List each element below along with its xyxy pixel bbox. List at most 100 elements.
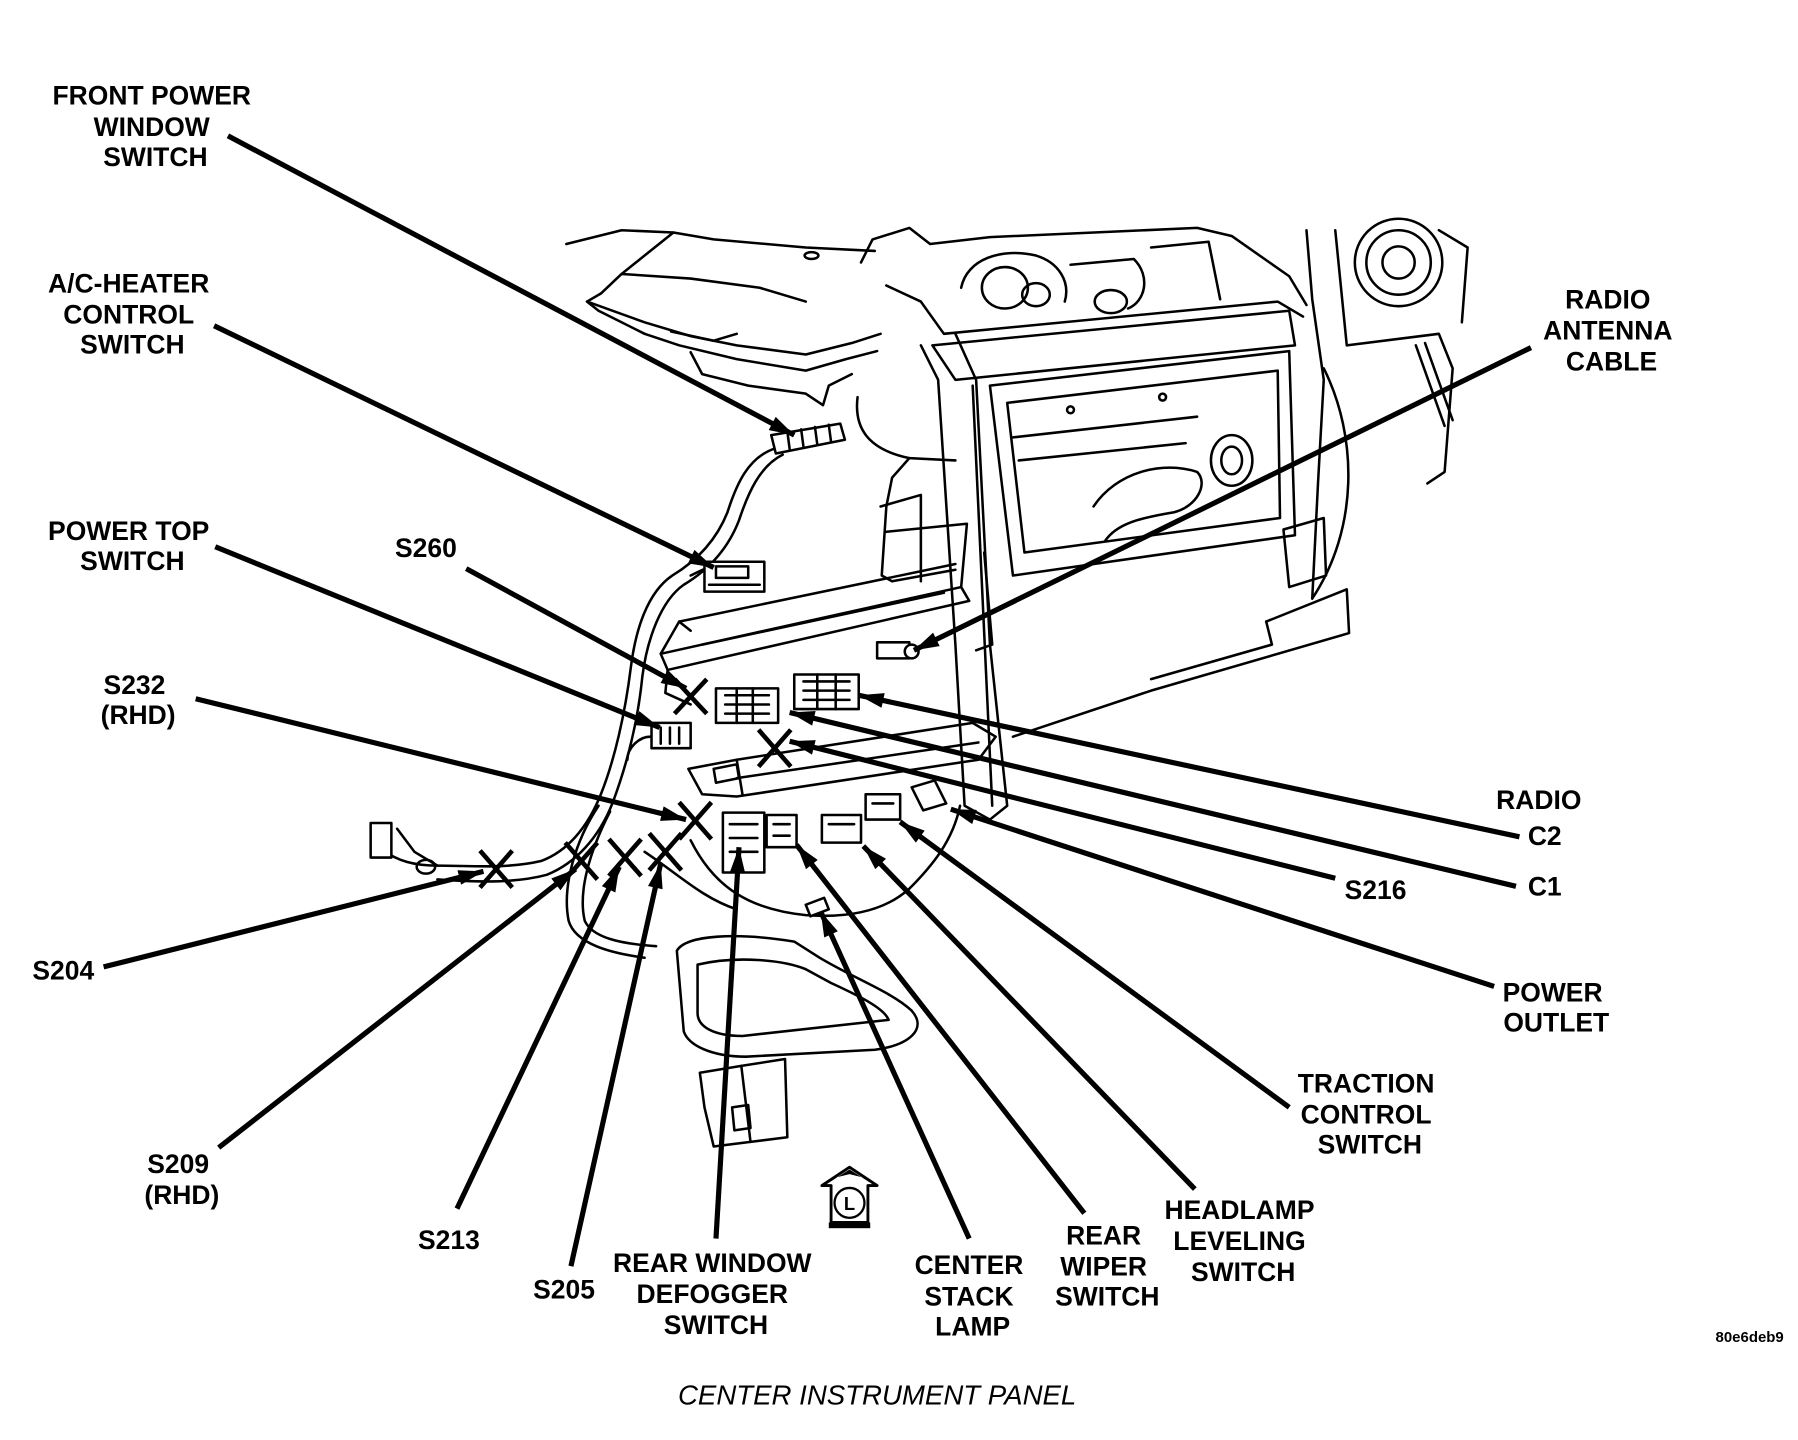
label-line: STACK xyxy=(924,1281,1013,1311)
label-line: HEADLAMP xyxy=(1164,1195,1314,1225)
leader-line xyxy=(102,868,485,970)
callout-s216: S216 xyxy=(789,738,1407,905)
label-line: POWER TOP xyxy=(48,516,209,546)
center-stack-lamp xyxy=(804,896,831,918)
figure-caption: CENTER INSTRUMENT PANEL xyxy=(678,1379,1076,1410)
callout-label: FRONT POWER WINDOW SWITCH xyxy=(52,81,258,172)
label-line: RADIO xyxy=(1496,785,1581,815)
label-line: CABLE xyxy=(1566,347,1657,377)
label-line: TRACTION xyxy=(1298,1068,1435,1098)
leader-line xyxy=(713,847,746,1239)
callout-radio-antenna-cable: RADIO ANTENNA CABLE xyxy=(912,284,1680,653)
leader-line xyxy=(912,345,1533,653)
label-line: S205 xyxy=(533,1274,595,1304)
rear-wiper-switch-connector xyxy=(765,813,798,849)
callout-front-power-window-switch: FRONT POWER WINDOW SWITCH xyxy=(52,81,796,438)
right-structure xyxy=(1011,217,1469,738)
callout-label: C1 xyxy=(1528,872,1562,902)
callout-rear-window-defogger-switch: REAR WINDOW DEFOGGER SWITCH xyxy=(613,847,819,1340)
callout-rear-wiper-switch: REAR WIPER SWITCH xyxy=(794,843,1160,1311)
label-line: SWITCH xyxy=(664,1310,768,1340)
callout-label: A/C-HEATER CONTROL SWITCH xyxy=(48,268,217,359)
splice-x-icon xyxy=(756,728,793,769)
leader-line xyxy=(464,566,688,691)
callout-label: POWER OUTLET xyxy=(1503,977,1610,1037)
callout-power-top-switch: POWER TOP SWITCH xyxy=(48,516,661,730)
left-bezel-panel xyxy=(855,395,957,583)
label-line: (RHD) xyxy=(144,1180,219,1210)
label-line: A/C-HEATER xyxy=(48,268,209,298)
leader-line xyxy=(818,910,972,1240)
label-line: SWITCH xyxy=(103,142,207,172)
traction-control-switch-connector xyxy=(864,792,902,821)
callout-label: S204 xyxy=(32,956,94,986)
label-line: OUTLET xyxy=(1503,1007,1609,1037)
label-line: S209 xyxy=(147,1149,209,1179)
label-line: WIPER xyxy=(1060,1251,1147,1281)
callout-label: REAR WINDOW DEFOGGER SWITCH xyxy=(613,1248,819,1340)
label-line: SWITCH xyxy=(80,546,184,576)
label-line: LAMP xyxy=(935,1311,1010,1341)
callout-power-outlet: POWER OUTLET xyxy=(949,806,1610,1037)
leader-line xyxy=(217,867,578,1150)
callout-label: POWER TOP SWITCH xyxy=(48,516,217,576)
leader-line xyxy=(226,133,796,438)
label-line: REAR WINDOW xyxy=(613,1248,812,1278)
upper-duct-tray xyxy=(565,228,882,407)
label-line: C2 xyxy=(1528,821,1562,851)
label-line: S216 xyxy=(1345,875,1407,905)
callout-label: CENTER STACK LAMP xyxy=(915,1250,1031,1341)
leader-line xyxy=(861,844,1197,1191)
speaker-icon xyxy=(1353,217,1444,308)
callout-s260: S260 xyxy=(395,533,688,691)
leader-line xyxy=(214,544,661,730)
headlamp-leveling-switch-connector xyxy=(820,813,863,844)
label-line: DEFOGGER xyxy=(637,1279,788,1309)
radio-c2-connector xyxy=(792,673,860,711)
leader-line xyxy=(794,843,1087,1215)
label-line: RADIO xyxy=(1565,284,1650,314)
callout-c1: C1 xyxy=(789,709,1562,902)
leader-line xyxy=(789,738,1336,881)
callout-s209: S209 (RHD) xyxy=(144,867,578,1210)
label-line: REAR xyxy=(1066,1220,1141,1250)
callout-label: RADIO C2 xyxy=(1496,785,1589,851)
label-line: SWITCH xyxy=(1318,1129,1422,1159)
figure-code: 80e6deb9 xyxy=(1716,1329,1784,1346)
ac-heater-control-switch-connector xyxy=(703,560,766,593)
leader-line xyxy=(898,819,1291,1110)
callout-s213: S213 xyxy=(418,865,622,1255)
wiring-harness xyxy=(369,447,962,959)
label-line: S232 xyxy=(104,670,166,700)
leader-line xyxy=(949,806,1495,989)
label-line: C1 xyxy=(1528,872,1562,902)
callout-label: S260 xyxy=(395,533,457,563)
leader-line xyxy=(212,323,715,570)
callout-label: TRACTION CONTROL SWITCH xyxy=(1298,1068,1442,1159)
callout-radio-c2: RADIO C2 xyxy=(858,692,1589,851)
callout-label: RADIO ANTENNA CABLE xyxy=(1543,284,1680,376)
label-line: POWER xyxy=(1503,977,1603,1007)
leader-line xyxy=(568,862,664,1267)
callout-s204: S204 xyxy=(32,868,485,986)
label-line: (RHD) xyxy=(101,700,176,730)
callout-s205: S205 xyxy=(533,862,664,1304)
callout-headlamp-leveling-switch: HEADLAMP LEVELING SWITCH xyxy=(861,844,1314,1287)
callouts: FRONT POWER WINDOW SWITCH A/C-HEATER CON… xyxy=(32,81,1680,1342)
label-line: S204 xyxy=(32,956,94,986)
leader-line xyxy=(789,709,1517,889)
callout-ac-heater-control-switch: A/C-HEATER CONTROL SWITCH xyxy=(48,268,715,570)
callout-traction-control-switch: TRACTION CONTROL SWITCH xyxy=(898,819,1442,1159)
rear-window-defogger-switch-connector xyxy=(721,811,766,874)
callout-label: S216 xyxy=(1345,875,1407,905)
orientation-letter: L xyxy=(844,1193,855,1214)
callout-label: S205 xyxy=(533,1274,595,1304)
label-line: ANTENNA xyxy=(1543,316,1672,346)
callout-s232: S232 (RHD) xyxy=(101,670,687,823)
label-line: SWITCH xyxy=(1055,1281,1159,1311)
leader-line xyxy=(454,865,622,1210)
splice-x-icon xyxy=(478,849,514,889)
radio-antenna-cable-end xyxy=(875,641,920,660)
label-line: CONTROL xyxy=(63,299,194,329)
